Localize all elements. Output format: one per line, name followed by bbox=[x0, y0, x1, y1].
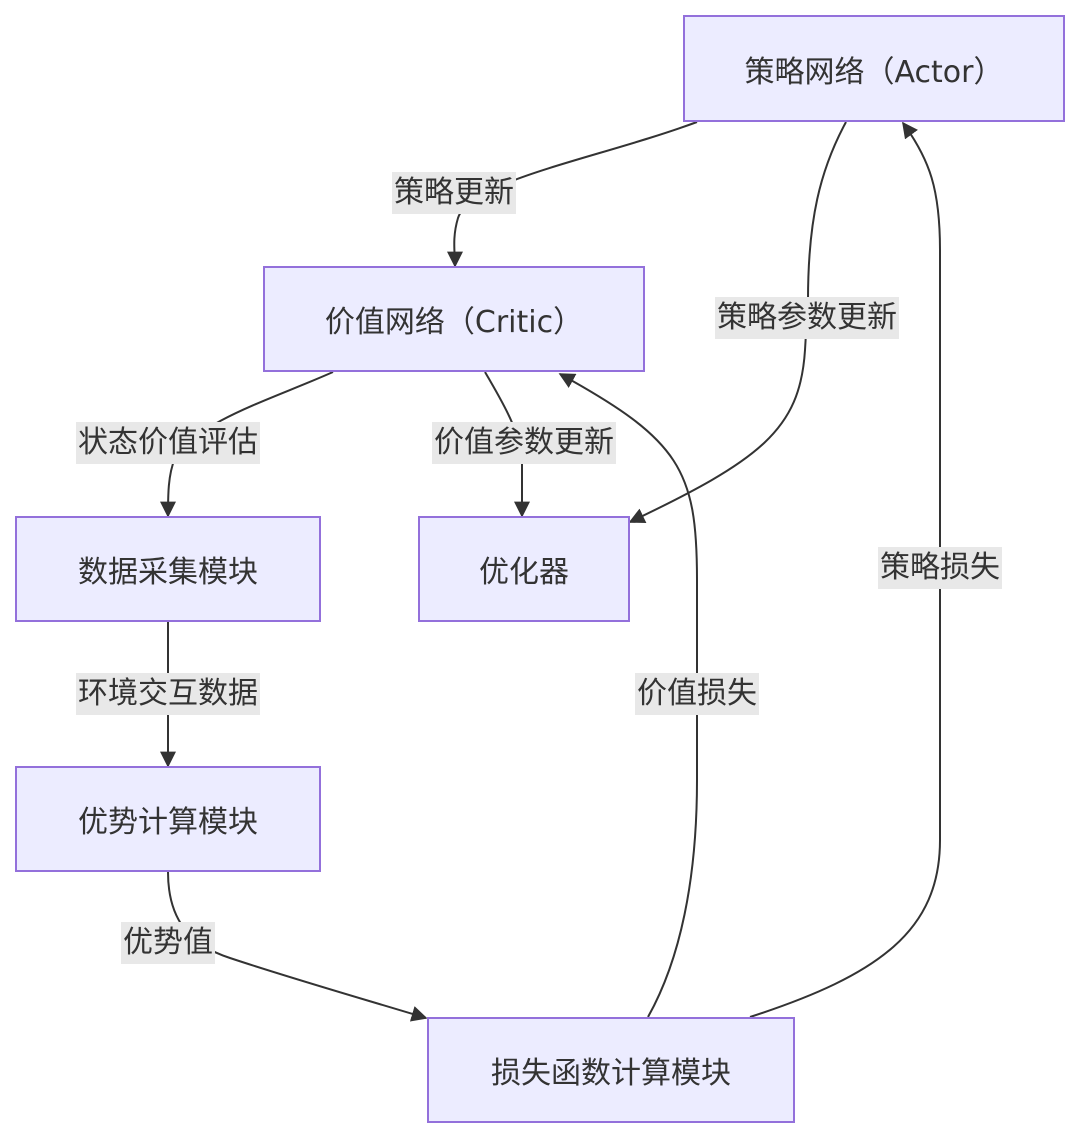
edge-label-value-param-update: 价值参数更新 bbox=[432, 422, 616, 464]
edge-policy-loss bbox=[749, 121, 941, 1018]
edge-label-policy-param-update: 策略参数更新 bbox=[715, 297, 899, 339]
edge-value-loss bbox=[558, 373, 698, 1018]
node-actor[interactable]: 策略网络（Actor） bbox=[683, 15, 1065, 122]
edge-advantage-value bbox=[167, 871, 428, 1022]
edge-label-state-value-eval: 状态价值评估 bbox=[76, 422, 260, 464]
edge-label-policy-update: 策略更新 bbox=[392, 172, 516, 214]
edge-label-policy-loss: 策略损失 bbox=[878, 547, 1002, 589]
node-loss[interactable]: 损失函数计算模块 bbox=[427, 1017, 795, 1123]
node-advantage[interactable]: 优势计算模块 bbox=[15, 766, 321, 872]
node-optimizer[interactable]: 优化器 bbox=[418, 516, 630, 622]
node-critic[interactable]: 价值网络（Critic） bbox=[263, 266, 645, 372]
edge-label-advantage-value: 优势值 bbox=[121, 922, 215, 964]
node-data-collect[interactable]: 数据采集模块 bbox=[15, 516, 321, 622]
edge-label-env-interaction: 环境交互数据 bbox=[76, 673, 260, 715]
edge-policy-param-update bbox=[628, 121, 847, 524]
edge-label-value-loss: 价值损失 bbox=[635, 673, 759, 715]
